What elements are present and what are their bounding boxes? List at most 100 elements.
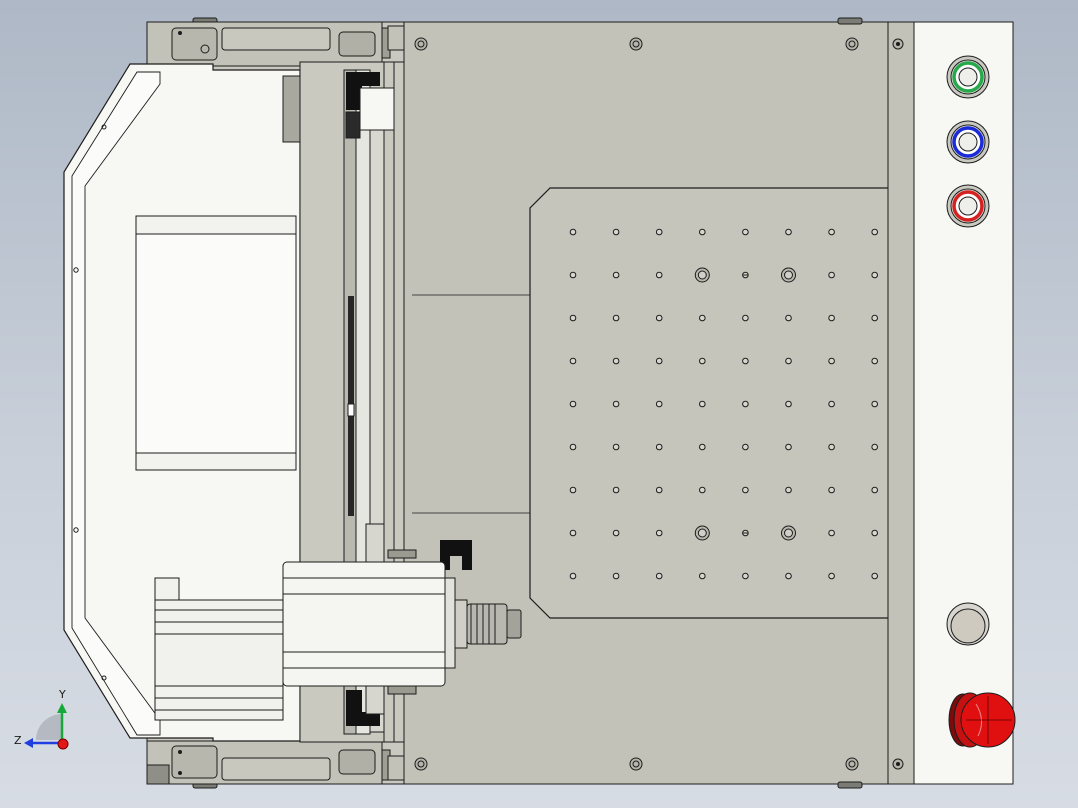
plate-hole-icon (742, 357, 749, 365)
plate-hole-icon (612, 400, 620, 408)
plate-hole-icon (871, 228, 879, 236)
plate-hole-icon (742, 314, 749, 322)
plate-hole-icon (612, 314, 620, 322)
counterbore-hole-icon (694, 525, 710, 541)
plate-hole-icon (699, 400, 706, 408)
plate-hole-icon (828, 529, 835, 537)
plate-hole-icon (785, 443, 792, 451)
plate-hole-icon (742, 486, 749, 494)
base-screw-icon (845, 37, 859, 51)
plate-hole-icon (569, 572, 577, 580)
panel-screw-icon (892, 38, 904, 50)
plate-hole-icon (569, 314, 577, 322)
plate-hole-icon (785, 314, 792, 322)
plate-hole-icon (828, 400, 835, 408)
plate-hole-icon (655, 271, 663, 279)
base-screw-icon (845, 757, 859, 771)
plate-hole-icon (742, 400, 749, 408)
green-button-icon[interactable] (946, 55, 990, 99)
plate-hole-icon (612, 443, 620, 451)
counterbore-hole-icon (781, 267, 796, 283)
plate-hole-icon (655, 314, 663, 322)
control-panel-frame (887, 21, 915, 785)
plate-hole-icon (785, 400, 792, 408)
plate-hole-icon (569, 529, 577, 537)
plate-hole-icon (699, 486, 706, 494)
bottom-bracket (146, 740, 405, 785)
plate-hole-icon (569, 228, 577, 236)
plate-hole-icon (742, 443, 749, 451)
plate-hole-icon (569, 400, 577, 408)
plate-hole-icon (828, 271, 835, 279)
clamp-mid (440, 540, 472, 570)
selector-knob-icon[interactable] (946, 602, 990, 646)
plate-hole-icon (699, 314, 706, 322)
plate-hole-icon (828, 228, 835, 236)
plate-hole-icon (655, 572, 663, 580)
base-screw-icon (629, 37, 643, 51)
plate-hole-icon (569, 271, 577, 279)
plate-hole-icon (612, 486, 620, 494)
plate-hole-icon (871, 529, 879, 537)
panel-screw-icon (892, 758, 904, 770)
counterbore-hole-icon (694, 267, 710, 283)
z-axis-label: Z (14, 734, 22, 747)
plate-hole-icon (612, 271, 620, 279)
plate-hole-icon (655, 400, 663, 408)
plate-hole-icon (569, 443, 577, 451)
plate-hole-icon (785, 357, 792, 365)
clamp-top (345, 72, 395, 139)
foot (837, 17, 863, 25)
guard-screw-icon (101, 124, 107, 130)
plate-hole-icon (699, 443, 706, 451)
plate-hole-icon (828, 443, 835, 451)
guard-screw-icon (73, 527, 79, 533)
guard-tab (282, 75, 301, 143)
plate-hole-icon (655, 357, 663, 365)
plate-hole-icon (828, 486, 835, 494)
guard-window-band (135, 215, 297, 235)
plate-hole-icon (569, 486, 577, 494)
plate-hole-icon (612, 228, 620, 236)
foot (837, 781, 863, 789)
base-screw-icon (414, 757, 428, 771)
plate-hole-icon (612, 357, 620, 365)
plate-hole-icon (828, 572, 835, 580)
guard-screw-icon (73, 267, 79, 273)
guard-window-band (135, 452, 297, 471)
plate-hole-icon (655, 228, 663, 236)
plate-hole-icon (871, 314, 879, 322)
red-button-icon[interactable] (946, 184, 990, 228)
base-screw-icon (414, 37, 428, 51)
counterbore-hole-icon (781, 525, 796, 541)
plate-hole-icon (785, 228, 792, 236)
base-screw-icon (629, 757, 643, 771)
blue-button-icon[interactable] (946, 120, 990, 164)
plate-hole-icon (699, 572, 706, 580)
plate-hole-icon (785, 572, 792, 580)
servo-motor (154, 561, 522, 721)
plate-hole-icon (569, 357, 577, 365)
x-axis-dot (57, 738, 69, 750)
plate-hole-icon (612, 529, 620, 537)
emergency-stop-icon[interactable] (948, 692, 1016, 748)
plate-hole-icon (785, 486, 792, 494)
plate-hole-icon (828, 357, 835, 365)
plate-hole-icon (871, 357, 879, 365)
plate-hole-icon (871, 572, 879, 580)
plate-hole-icon (655, 443, 663, 451)
plate-hole-icon (699, 357, 706, 365)
plate-hole-icon (742, 228, 749, 236)
plate-hole-icon (871, 443, 879, 451)
axis-triad: Y Z (14, 688, 69, 750)
plate-hole-icon (828, 314, 835, 322)
y-axis-label: Y (58, 688, 66, 701)
plate-hole-icon (612, 572, 620, 580)
plate-hole-icon (699, 228, 706, 236)
plate-hole-icon (742, 572, 749, 580)
plate-hole-icon (871, 400, 879, 408)
plate-hole-icon (655, 529, 663, 537)
guard-screw-icon (101, 675, 107, 681)
